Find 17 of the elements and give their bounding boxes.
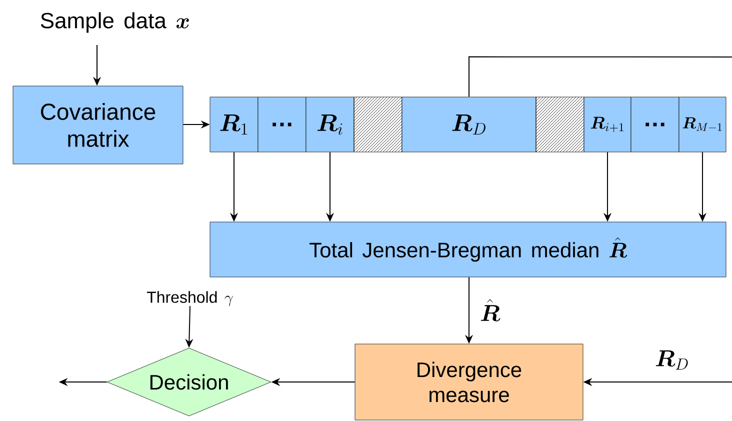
process-box: Covariance matrix <box>12 86 184 164</box>
edge-label: $\boldsymbol{R}_{D}$ <box>654 349 690 371</box>
matrix-cell: $\boldsymbol{R}_{M-1}$ <box>678 96 726 152</box>
edge-label: $\hat{\boldsymbol{R}}$ <box>478 298 502 322</box>
matrix-cell: $\boldsymbol{R}_{D}$ <box>402 96 536 152</box>
hatched-cell <box>354 96 402 152</box>
matrix-cell: $\boldsymbol{R}_{i}$ <box>306 96 354 152</box>
matrix-cell: $\boldsymbol{R}_{1}$ <box>210 96 258 152</box>
input-label: Sample data $\boldsymbol{x}$ <box>40 12 189 33</box>
process-box: Total Jensen-Bregman median $\hat{\boldsymbol{R}}$ <box>210 222 726 278</box>
matrix-cell: $\boldsymbol{R}_{i+1}$ <box>584 96 632 152</box>
threshold-label: Threshold $\gamma$ <box>146 291 233 306</box>
hatched-cell <box>536 96 584 152</box>
ellipsis-cell: … <box>630 96 680 152</box>
arrow <box>468 56 732 386</box>
ellipsis-cell: … <box>258 96 306 152</box>
process-box: Divergence measure <box>354 344 584 420</box>
